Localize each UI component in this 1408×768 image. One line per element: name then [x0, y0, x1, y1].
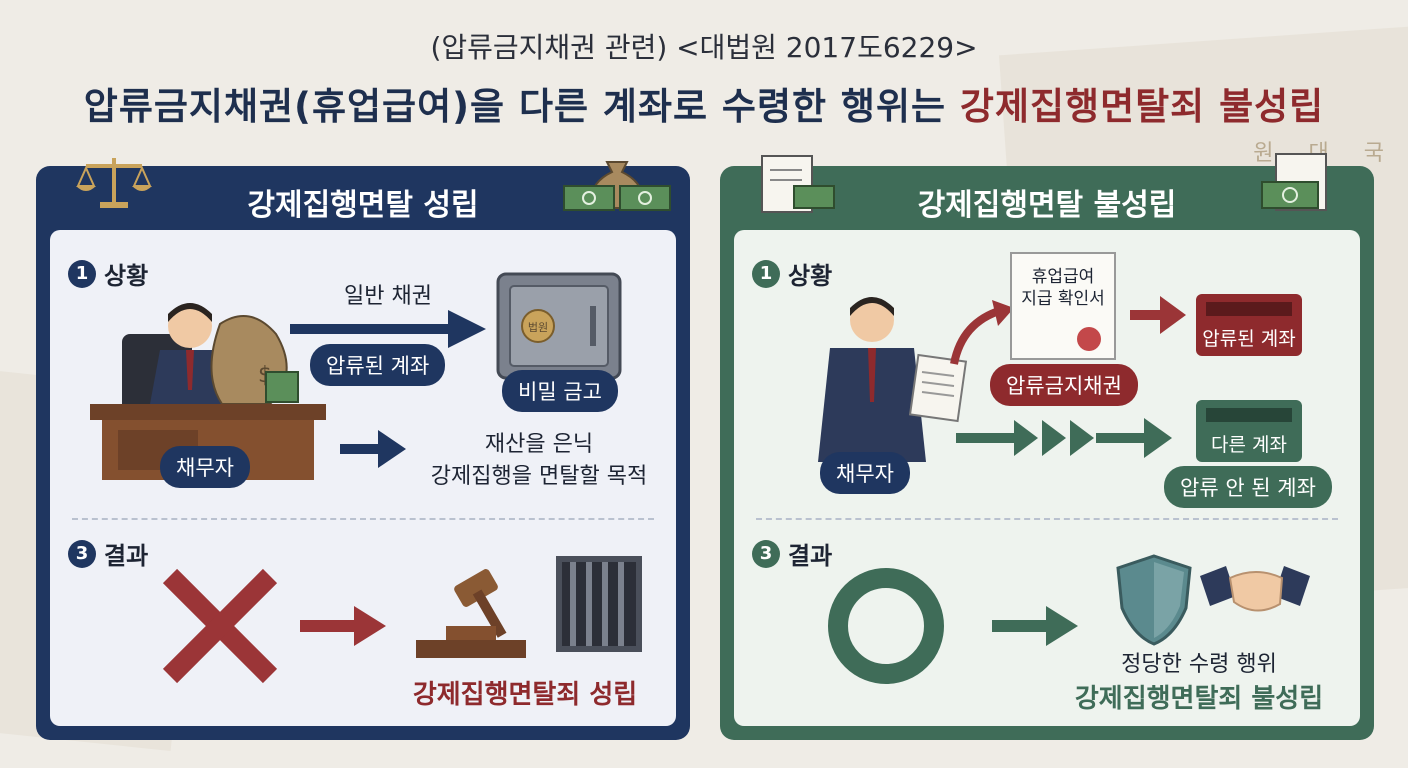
arrow-right-icon: [300, 606, 386, 646]
step-number: 3: [68, 539, 96, 568]
cross-mark-icon: [162, 568, 278, 684]
document-cash-icon: [1261, 153, 1327, 211]
header-title: 압류금지채권(휴업급여)을 다른 계좌로 수령한 행위는 강제집행면탈죄 불성립: [0, 76, 1408, 130]
step-result: 3 결과: [752, 536, 832, 571]
step-label: 결과: [104, 542, 149, 570]
arrow-right-icon: [340, 430, 406, 468]
arrow-right-icon: [1130, 296, 1186, 334]
safe-emblem: 법원: [528, 321, 548, 334]
debtor-label: 채무자: [820, 452, 910, 494]
purpose-line-2: 강제집행을 면탈할 목적: [430, 464, 648, 489]
multi-arrow-icon: [956, 418, 1172, 458]
step-label: 결과: [788, 542, 833, 570]
general-claim-label: 일반 채권: [344, 284, 432, 309]
panel-established: 강제집행면탈 성립 1 상황 $ 채무자 일반 채권: [36, 158, 690, 740]
step-situation: 1 상황: [752, 256, 832, 291]
exempt-claim-pill: 압류금지채권: [990, 364, 1138, 406]
shield-icon: [1116, 554, 1192, 646]
panel-not-established-body: 1 상황 채무자 휴업급여 지급 확인서 압류금지채권: [734, 230, 1360, 726]
arrow-right-icon: [290, 310, 486, 348]
section-divider: [756, 518, 1338, 520]
step-label: 상황: [104, 262, 149, 290]
panel-not-established: 강제집행면탈 불성립 1 상황 채무자 휴업급여 지급 확인서: [720, 153, 1374, 740]
scales-icon: [76, 158, 152, 208]
header-subtitle: (압류금지채권 관련) <대법원 2017도6229>: [430, 31, 978, 64]
safe-icon: 법원: [496, 272, 622, 380]
seal-icon: [1077, 327, 1101, 351]
arrow-right-icon: [992, 606, 1078, 646]
debtor-label: 채무자: [160, 446, 250, 488]
certificate-line-1: 휴업급여: [1031, 267, 1095, 287]
section-divider: [72, 518, 654, 520]
money-bag-cash-icon: [563, 161, 671, 211]
jail-bars-icon: [556, 556, 642, 652]
card-stripe: [1206, 408, 1292, 422]
other-account-card: 다른 계좌: [1196, 400, 1302, 462]
step-number: 3: [752, 539, 780, 568]
result-established-text: 강제집행면탈죄 성립: [412, 680, 638, 710]
panel-heading-established: 강제집행면탈 성립: [247, 188, 479, 223]
seized-account-card: 압류된 계좌: [1196, 294, 1302, 356]
step-number: 1: [68, 259, 96, 288]
gavel-icon: [416, 569, 526, 658]
panel-established-body: 1 상황 $ 채무자 일반 채권 압류된 계좌 법원: [50, 230, 676, 726]
title-main: 압류금지채권(휴업급여)을 다른 계좌로 수령한 행위는: [83, 85, 960, 128]
purpose-line-1: 재산을 은닉: [484, 432, 594, 457]
panel-heading-not-established: 강제집행면탈 불성립: [917, 188, 1177, 223]
debtor-holding-document-illustration: [818, 297, 968, 462]
step-label: 상황: [788, 262, 833, 290]
result-not-established-text: 강제집행면탈죄 불성립: [1074, 684, 1324, 714]
other-account-label: 다른 계좌: [1211, 434, 1287, 456]
unseized-account-pill: 압류 안 된 계좌: [1164, 466, 1332, 508]
certificate-line-2: 지급 확인서: [1021, 289, 1105, 309]
card-stripe: [1206, 302, 1292, 316]
document-cash-icon: [761, 155, 835, 213]
step-situation: 1 상황: [68, 256, 148, 291]
step-number: 1: [752, 259, 780, 288]
seized-account-pill: 압류된 계좌: [310, 344, 446, 386]
seized-account-label: 압류된 계좌: [1202, 328, 1296, 350]
curved-arrow-icon: [950, 300, 1014, 365]
secret-safe-pill: 비밀 금고: [502, 370, 618, 412]
certificate-document: 휴업급여 지급 확인서: [1010, 252, 1116, 360]
title-highlight: 강제집행면탈죄 불성립: [959, 85, 1325, 128]
result-line-1: 정당한 수령 행위: [1121, 652, 1277, 677]
step-result: 3 결과: [68, 536, 148, 571]
debtor-at-desk-illustration: $: [90, 303, 326, 480]
circle-mark-icon: [828, 568, 944, 684]
handshake-icon: [1200, 566, 1310, 612]
